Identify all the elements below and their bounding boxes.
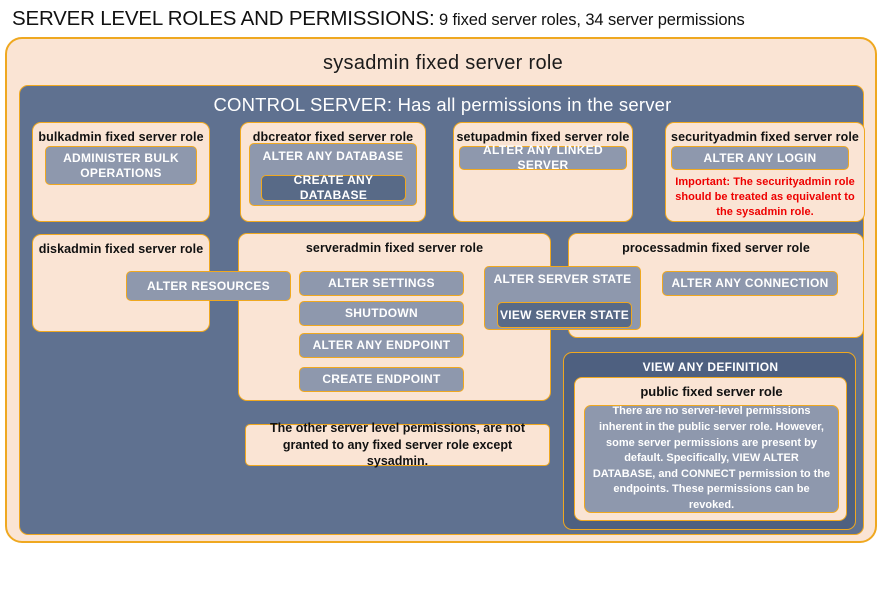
permission-chip-alter-any-endpoint[interactable]: ALTER ANY ENDPOINT [299, 333, 464, 358]
permission-label-alter-any-database: ALTER ANY DATABASE [262, 149, 404, 163]
role-card-securityadmin[interactable]: securityadmin fixed server role [665, 122, 865, 222]
permission-chip-create-endpoint[interactable]: CREATE ENDPOINT [299, 367, 464, 392]
page-title-strong: SERVER LEVEL ROLES AND PERMISSIONS: [12, 7, 435, 30]
role-title-dbcreator: dbcreator fixed server role [252, 130, 414, 144]
permission-label-view-any-definition: VIEW ANY DEFINITION [642, 360, 779, 374]
permission-chip-alter-any-connection[interactable]: ALTER ANY CONNECTION [662, 271, 838, 296]
permission-chip-shutdown[interactable]: SHUTDOWN [299, 301, 464, 326]
role-card-setupadmin[interactable]: setupadmin fixed server role [453, 122, 633, 222]
role-title-diskadmin: diskadmin fixed server role [38, 242, 204, 256]
diagram-canvas: SERVER LEVEL ROLES AND PERMISSIONS: 9 fi… [5, 7, 877, 543]
control-server-label: CONTROL SERVER: Has all permissions in t… [213, 94, 672, 115]
role-title-serveradmin: serveradmin fixed server role [305, 241, 484, 255]
permission-chip-alter-resources[interactable]: ALTER RESOURCES [126, 271, 291, 301]
role-title-bulkadmin: bulkadmin fixed server role [38, 130, 204, 144]
role-title-public: public fixed server role [640, 384, 783, 399]
product-version-label: SQL Server 2017 [55, 598, 155, 612]
permission-label-alter-server-state: ALTER SERVER STATE [493, 272, 632, 286]
permission-chip-administer-bulk-operations[interactable]: ADMINISTER BULK OPERATIONS [45, 146, 197, 185]
role-card-diskadmin[interactable]: diskadmin fixed server role [32, 234, 210, 332]
sysadmin-role-label: sysadmin fixed server role [322, 52, 564, 74]
other-permissions-note: The other server level permissions, are … [245, 421, 550, 468]
permission-chip-alter-settings[interactable]: ALTER SETTINGS [299, 271, 464, 296]
role-card-public[interactable]: public fixed server role There are no se… [574, 377, 847, 521]
permission-chip-view-server-state[interactable]: VIEW SERVER STATE [497, 302, 632, 328]
permission-chip-create-any-database[interactable]: CREATE ANY DATABASE [261, 173, 406, 202]
permission-chip-alter-any-login[interactable]: ALTER ANY LOGIN [671, 146, 849, 170]
role-title-setupadmin: setupadmin fixed server role [456, 130, 630, 144]
securityadmin-warning-text: Important: The securityadmin role should… [675, 176, 855, 219]
role-title-securityadmin: securityadmin fixed server role [671, 130, 859, 144]
permission-chip-alter-any-linked-server[interactable]: ALTER ANY LINKED SERVER [459, 143, 627, 172]
public-role-group[interactable]: VIEW ANY DEFINITION public fixed server … [563, 352, 856, 530]
role-title-processadmin: processadmin fixed server role [622, 241, 810, 255]
page-title-sub: 9 fixed server roles, 34 server permissi… [434, 11, 745, 29]
page-title: SERVER LEVEL ROLES AND PERMISSIONS: 9 fi… [12, 7, 872, 33]
public-role-description: There are no server-level permissions in… [584, 405, 839, 513]
